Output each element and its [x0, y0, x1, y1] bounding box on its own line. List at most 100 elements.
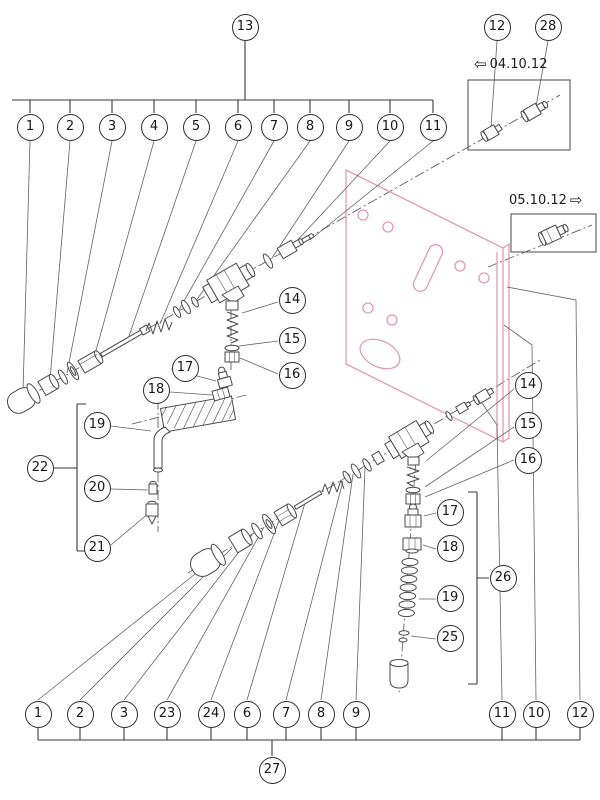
part-fitting-17 — [216, 366, 233, 389]
callout-6: 6 — [233, 700, 261, 728]
part-20 — [148, 480, 158, 495]
plate-slot — [412, 244, 444, 292]
callout-9: 9 — [335, 113, 363, 141]
callout-3: 3 — [98, 113, 126, 141]
callout-2: 2 — [66, 700, 94, 728]
callout-bracket-top — [12, 41, 434, 113]
callout-8: 8 — [296, 113, 324, 141]
callout-10: 10 — [376, 113, 404, 141]
plate-oval-cutout — [359, 338, 401, 370]
callout-bracket-22 — [54, 403, 86, 552]
part-washer-9 — [262, 253, 274, 269]
part-washer-8 — [181, 299, 191, 315]
part-washer-8-lower — [350, 463, 362, 479]
part-washer-3-lower — [251, 522, 263, 540]
part-tube-19 — [153, 426, 171, 469]
part-needle-6-lower — [293, 490, 323, 510]
callout-24: 24 — [197, 700, 225, 728]
part-valve-body-lower — [384, 420, 435, 460]
part-hex-24 — [273, 503, 298, 527]
callout-1: 1 — [16, 113, 44, 141]
part-nozzle-10 — [276, 238, 304, 260]
part-washer-9-lower — [362, 458, 372, 472]
part-elbow-neck — [225, 300, 239, 311]
part-washer-7-lower — [342, 470, 352, 484]
callout-25: 25 — [436, 624, 464, 652]
callout-9: 9 — [342, 700, 370, 728]
callout-14: 14 — [514, 371, 542, 399]
callout-15: 15 — [514, 411, 542, 439]
callout-14: 14 — [278, 286, 306, 314]
part-spring-6 — [145, 318, 173, 335]
part-nozzle-21 — [145, 500, 159, 525]
part-spring-lower — [321, 479, 345, 495]
part-washer-15-lower — [405, 486, 421, 494]
part-cap-1 — [6, 383, 41, 414]
callout-12: 12 — [566, 700, 594, 728]
callout-1: 1 — [24, 700, 52, 728]
callout-18: 18 — [436, 534, 464, 562]
part-washer-3 — [57, 369, 69, 385]
part-coil-spring-19 — [397, 557, 419, 618]
callout-17: 17 — [171, 354, 199, 382]
part-small-nut — [371, 450, 385, 466]
callout-18: 18 — [142, 376, 170, 404]
part-screw-11 — [301, 233, 314, 244]
mounting-plate — [345, 168, 510, 444]
part-nut-18 — [211, 386, 231, 402]
part-4 — [77, 350, 104, 374]
upper-nozzle-assembly — [6, 233, 314, 414]
callout-8: 8 — [307, 700, 335, 728]
part-fitting-11a — [455, 401, 472, 415]
callout-26: 26 — [489, 564, 517, 592]
date-marker-label: 05.10.12 — [509, 193, 567, 208]
part-cap-1-lower — [189, 543, 226, 577]
callout-13: 13 — [231, 13, 259, 41]
part-tube-end — [153, 467, 163, 473]
part-spring-14 — [226, 311, 239, 344]
part-flange — [66, 361, 80, 381]
arrow-right-icon: ⇨ — [569, 191, 583, 209]
detail-box-04-10-12 — [467, 79, 571, 151]
part-flange-23 — [262, 513, 276, 535]
callout-28: 28 — [534, 13, 562, 41]
part-washer-15 — [224, 344, 240, 352]
callout-6: 6 — [224, 113, 252, 141]
callout-7: 7 — [272, 700, 300, 728]
fitting-12 — [480, 123, 503, 142]
callout-16: 16 — [278, 361, 306, 389]
callout-11: 11 — [419, 113, 447, 141]
part-bottom-cap — [389, 659, 409, 689]
arrow-left-icon: ⇦ — [474, 55, 487, 73]
detail-box-05-10-12 — [510, 213, 597, 253]
part-2-lower — [228, 528, 253, 554]
callout-12: 12 — [483, 13, 511, 41]
grease-tube-assembly — [145, 366, 237, 525]
part-elbow — [221, 285, 245, 304]
callout-2: 2 — [56, 113, 84, 141]
callout-15: 15 — [278, 326, 306, 354]
part-washer — [191, 296, 199, 308]
callout-17: 17 — [436, 498, 464, 526]
part-spring-14-lower — [406, 466, 420, 487]
callout-10: 10 — [522, 700, 550, 728]
leader-lines — [22, 40, 581, 701]
callout-22: 22 — [26, 454, 54, 482]
date-marker-label: 04.10.12 — [489, 57, 548, 72]
callout-20: 20 — [83, 474, 111, 502]
callout-5: 5 — [182, 113, 210, 141]
part-pump-block — [159, 395, 237, 433]
date-marker-04-10-12: ⇦ 04.10.12 — [474, 55, 548, 73]
fitting-28 — [520, 100, 549, 123]
lower-nozzle-assembly — [189, 387, 495, 689]
date-marker-05-10-12: 05.10.12 ⇨ — [509, 191, 583, 209]
callout-4: 4 — [140, 113, 168, 141]
callout-19: 19 — [436, 584, 464, 612]
callout-16: 16 — [514, 446, 542, 474]
callout-23: 23 — [153, 700, 181, 728]
callout-21: 21 — [83, 534, 111, 562]
part-nut-18-lower — [402, 537, 422, 554]
